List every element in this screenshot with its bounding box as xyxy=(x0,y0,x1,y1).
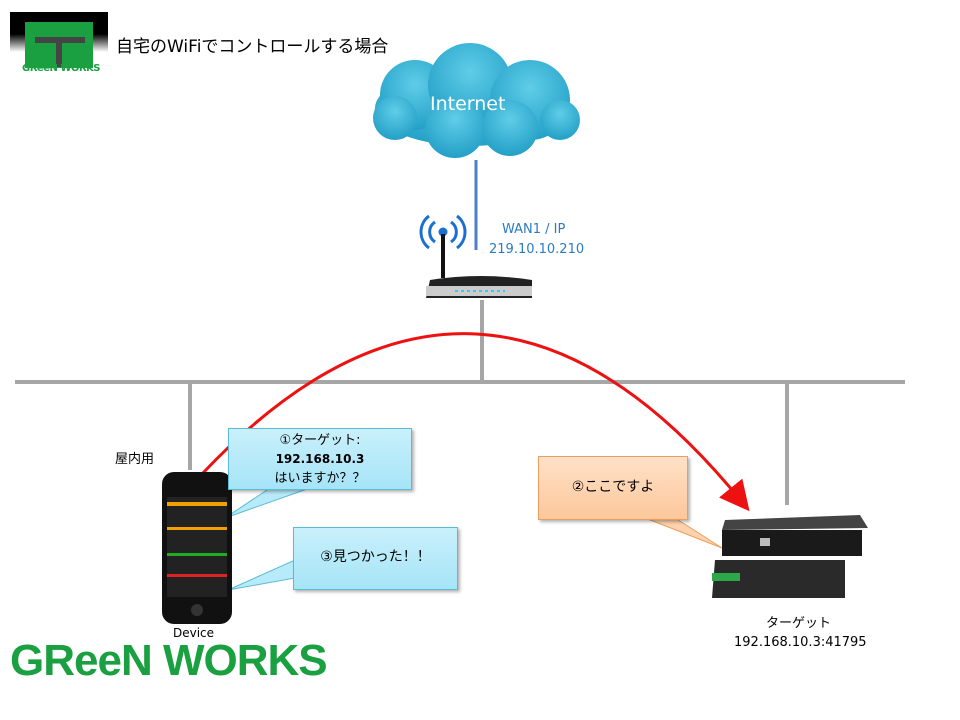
callout-step2-text: ②ここですよ xyxy=(571,479,655,495)
discovery-arrow xyxy=(200,332,750,512)
device-label: Device xyxy=(173,626,215,640)
target-device-image xyxy=(712,515,868,598)
cloud-label: Internet xyxy=(430,93,506,115)
router xyxy=(426,276,532,298)
callout-step1: ①ターゲット: 192.168.10.3 はいますか？？ xyxy=(228,428,412,490)
network-bus xyxy=(15,300,905,505)
callout-step1-line2: 192.168.10.3 xyxy=(275,452,365,466)
callout-step2: ②ここですよ xyxy=(538,456,688,520)
wifi-icon xyxy=(419,214,467,250)
page-title: 自宅のWiFiでコントロールする場合 xyxy=(116,37,389,57)
internet-cloud xyxy=(373,43,580,158)
callout-step1-line1: ①ターゲット: xyxy=(279,433,361,448)
callout-step3-text: ③見つかった！！ xyxy=(320,549,431,565)
target-address: 192.168.10.3:41795 xyxy=(734,635,867,650)
wan-ip: 219.10.10.210 xyxy=(489,242,585,257)
smartphone-image xyxy=(162,472,232,624)
footer-logo: GReeN WORKS xyxy=(10,636,328,685)
target-label: ターゲット xyxy=(766,616,832,631)
device-location-label: 屋内用 xyxy=(115,452,155,467)
callout-step3: ③見つかった！！ xyxy=(293,527,458,590)
callout-step1-line3: はいますか？？ xyxy=(274,471,366,486)
wan-label: WAN1 / IP xyxy=(502,222,566,237)
logo-small: GReeN WORKS xyxy=(10,12,108,74)
logo-small-text: GReeN WORKS xyxy=(22,63,101,74)
